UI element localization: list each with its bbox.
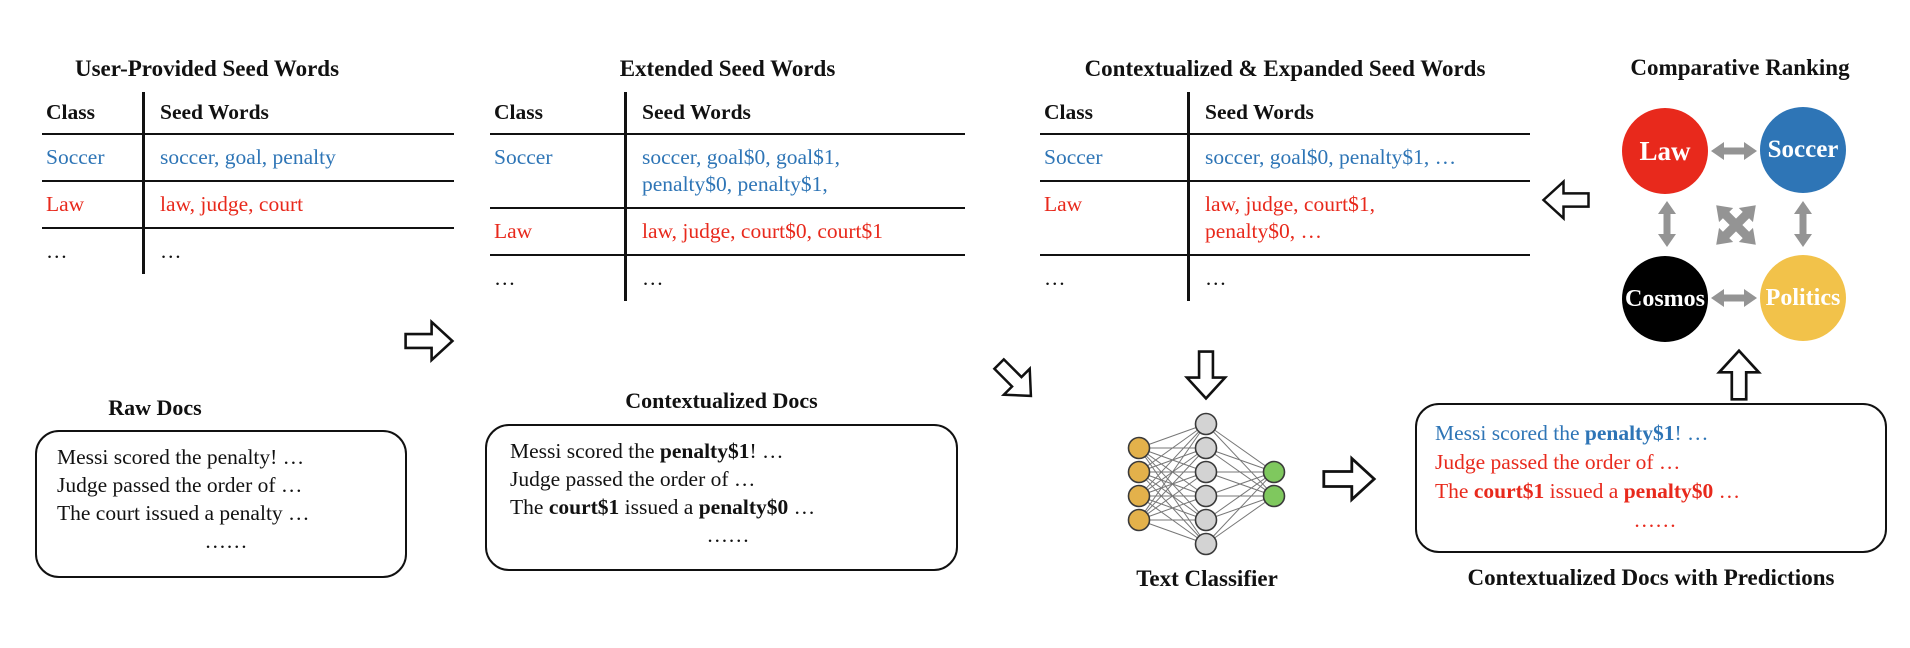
table-divider [624,92,627,301]
doc-line: …… [1633,508,1677,532]
comparative-ranking-title: Comparative Ranking [1630,55,1850,80]
words-cell: … [1205,266,1227,290]
doc-line: The court issued a penalty … [57,501,310,525]
contextualized-docs-box: Messi scored the penalty$1! … Judge pass… [485,424,958,571]
contextualized-seed-words-table: Contextualized & Expanded Seed Words Cla… [1040,56,1530,301]
class-cell: … [46,239,68,263]
table-row-soccer: Soccer soccer, goal$0, penalty$1, … [1040,135,1530,182]
doc-line: …… [204,529,248,553]
table-divider [142,92,145,274]
table-header-row: Class Seed Words [42,92,454,135]
user-seed-words-title: User-Provided Seed Words [74,56,340,81]
compare-arrow-cosmos-politics-icon [1711,289,1757,307]
class-cell: … [494,266,516,290]
words-cell: soccer, goal$0, penalty$1, … [1205,145,1457,169]
table-header-row: Class Seed Words [490,92,965,135]
predicted-docs-box: Messi scored the penalty$1! … Judge pass… [1415,403,1887,553]
class-header: Class [1044,100,1093,124]
words-cell: soccer, goal$0, goal$1, penalty$0, penal… [642,145,840,196]
class-node-soccer: Soccer [1760,107,1846,193]
contextualized-seed-words-title: Contextualized & Expanded Seed Words [1084,56,1486,81]
class-cell: Soccer [46,145,105,169]
extended-seed-words-table: Extended Seed Words Class Seed Words Soc… [490,56,965,301]
class-node-law: Law [1622,108,1708,194]
table-row-law: Law law, judge, court [42,182,454,229]
table-divider [1187,92,1190,301]
predicted-docs-label: Contextualized Docs with Predictions [1467,565,1835,590]
class-cell: Law [494,219,533,243]
class-header: Class [494,100,543,124]
words-cell: … [160,239,182,263]
table-row-ellipsis: … … [1040,256,1530,301]
predicted-docs: Messi scored the penalty$1! … Judge pass… [1415,403,1887,591]
table-row-ellipsis: … … [490,256,965,301]
class-cell: Soccer [494,145,553,169]
flow-arrow-right-icon [404,318,455,364]
words-cell: law, judge, court [160,192,304,216]
words-cell: soccer, goal, penalty [160,145,336,169]
class-cell: Law [1044,192,1083,216]
table-row-law: Law law, judge, court$0, court$1 [490,209,965,256]
user-seed-words-table: User-Provided Seed Words Class Seed Word… [42,56,454,274]
doc-line: The court$1 issued a penalty$0 … [510,495,816,519]
flow-arrow-up-icon [1716,348,1762,401]
doc-line: Judge passed the order of … [57,473,303,497]
compare-arrows-cross-icon [1716,205,1756,245]
doc-line: Messi scored the penalty$1! … [1435,421,1709,445]
neural-network-icon [1127,412,1286,556]
flow-arrow-down-icon [1183,350,1229,401]
compare-arrow-law-cosmos-icon [1658,201,1676,247]
table-row-law: Law law, judge, court$1, penalty$0, … [1040,182,1530,256]
compare-arrow-soccer-politics-icon [1794,201,1812,247]
seed-words-header: Seed Words [1205,100,1314,124]
table-row-ellipsis: … … [42,229,454,274]
raw-docs: Raw Docs Messi scored the penalty! … Jud… [35,395,407,578]
class-cell: … [1044,266,1066,290]
raw-docs-title: Raw Docs [108,395,202,420]
extended-seed-words-title: Extended Seed Words [619,56,836,81]
class-node-label: Cosmos [1624,285,1705,312]
contextualized-docs-title: Contextualized Docs [625,388,818,413]
seed-words-header: Seed Words [160,100,269,124]
words-cell: … [642,266,664,290]
class-cell: Soccer [1044,145,1103,169]
class-node-politics: Politics [1760,255,1846,341]
flow-arrow-down-right-icon [992,357,1033,398]
class-node-cosmos: Cosmos [1622,256,1708,342]
seed-words-header: Seed Words [642,100,751,124]
table-row-soccer: Soccer soccer, goal, penalty [42,135,454,182]
class-node-label: Soccer [1767,136,1839,163]
contextualized-docs: Contextualized Docs Messi scored the pen… [485,388,958,571]
class-node-label: Law [1639,135,1691,166]
flow-arrow-right-icon [1322,455,1377,503]
comparative-ranking: Comparative Ranking Law Soccer Cosmos Po… [1595,55,1895,405]
compare-arrow-law-soccer-icon [1711,142,1757,160]
class-cell: Law [46,192,85,216]
table-header-row: Class Seed Words [1040,92,1530,135]
class-node-label: Politics [1765,284,1841,311]
text-classifier-label: Text Classifier [1136,566,1278,591]
doc-line: Messi scored the penalty$1! … [510,439,784,463]
class-header: Class [46,100,95,124]
doc-line: Messi scored the penalty! … [57,445,305,469]
words-cell: law, judge, court$1, penalty$0, … [1205,192,1375,243]
doc-line: …… [706,523,750,547]
words-cell: law, judge, court$0, court$1 [642,219,884,243]
table-row-soccer: Soccer soccer, goal$0, goal$1, penalty$0… [490,135,965,209]
doc-line: Judge passed the order of … [1435,450,1681,474]
raw-docs-box: Messi scored the penalty! … Judge passed… [35,430,407,578]
doc-line: The court$1 issued a penalty$0 … [1435,479,1741,503]
doc-line: Judge passed the order of … [510,467,756,491]
flow-arrow-left-icon [1541,178,1590,222]
